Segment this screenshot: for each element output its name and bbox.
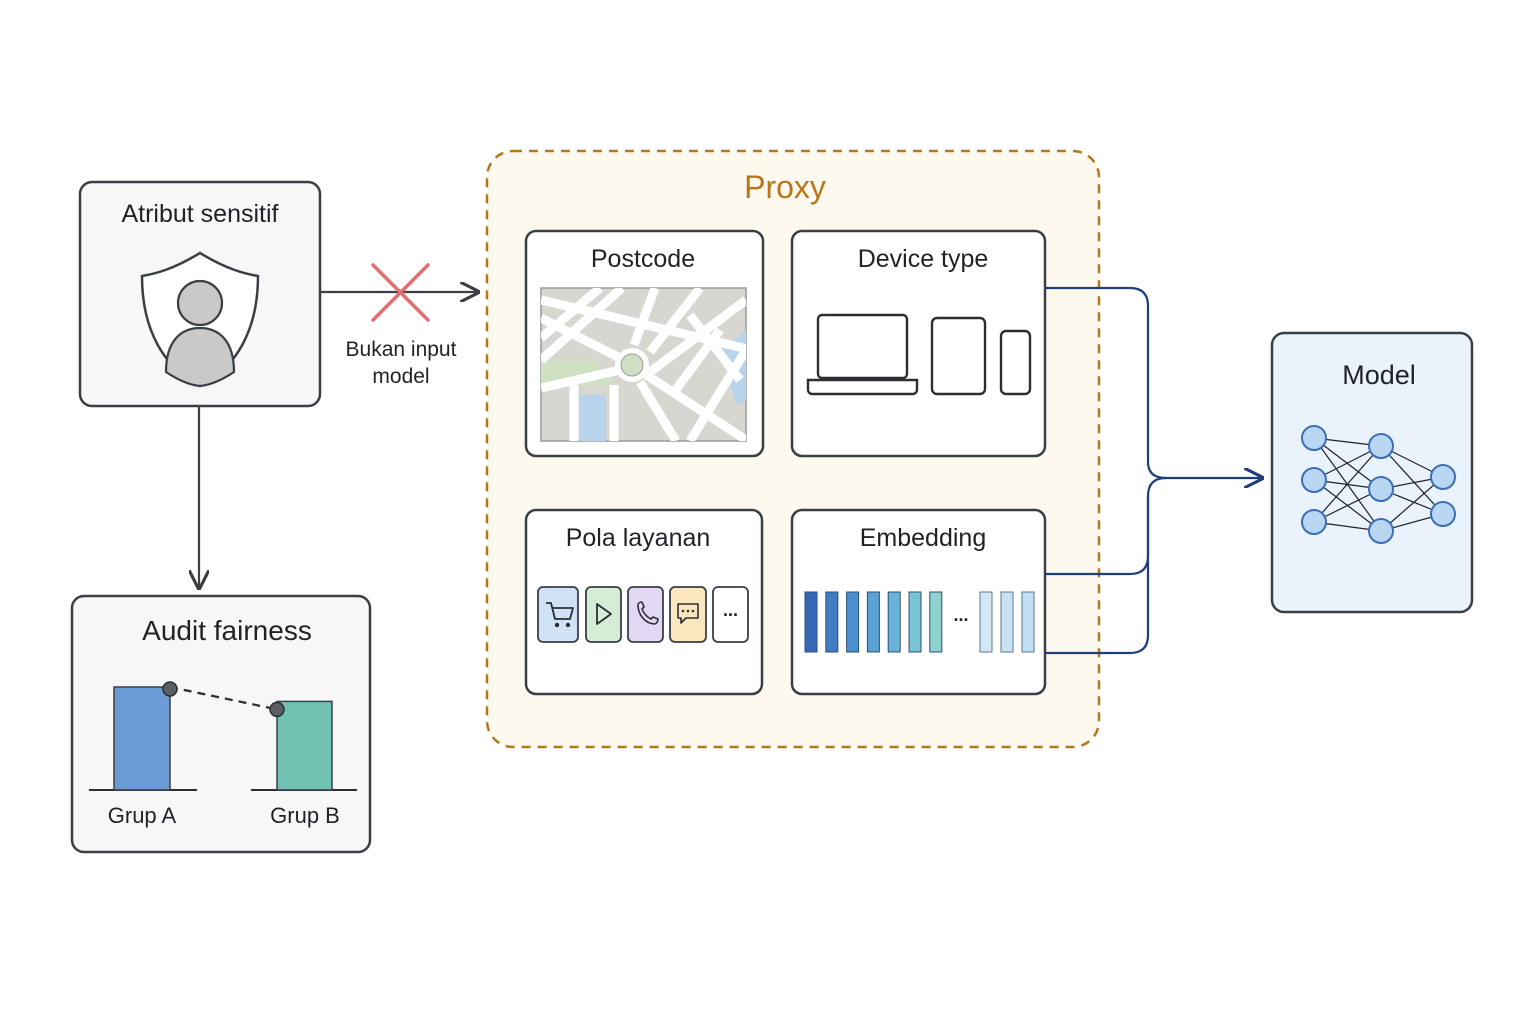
tablet-icon: [930, 316, 987, 396]
proxy-to-model-edges: [1046, 286, 1262, 655]
service-pattern-title: Pola layanan: [565, 524, 711, 552]
group-a-bar: [113, 686, 171, 791]
audit-fairness-title: Audit fairness: [142, 615, 312, 646]
nn-edge: [1380, 445, 1444, 515]
embedding-bar: [1000, 591, 1014, 653]
more-tile: [712, 586, 749, 643]
nn-node: [1301, 425, 1327, 451]
blocked-x-icon: [371, 263, 430, 322]
nn-node: [1368, 476, 1394, 502]
edge-device-to-model: [1046, 286, 1167, 480]
edge-embedding-to-model-2: [1046, 496, 1150, 655]
nn-node: [1368, 518, 1394, 544]
embedding-bar: [979, 591, 993, 653]
laptop-icon: [806, 313, 919, 396]
postcode-title: Postcode: [590, 245, 696, 273]
nn-node: [1301, 509, 1327, 535]
map-icon: [540, 287, 747, 442]
group-a-label: Grup A: [107, 803, 177, 828]
gap-line: [169, 685, 278, 711]
embedding-ellipsis: ...: [953, 605, 969, 625]
nn-node: [1430, 464, 1456, 490]
shield-user-icon: [140, 251, 260, 388]
devices-icon: [806, 313, 1032, 396]
fairness-bar-chart: [89, 681, 357, 791]
nn-node: [1430, 501, 1456, 527]
chat-icon: [669, 586, 707, 643]
embedding-vector: [804, 591, 1035, 653]
sensitive-attribute-title: Atribut sensitif: [121, 200, 279, 228]
model-box: [1270, 331, 1474, 614]
cart-icon: [537, 586, 579, 643]
blocked-edge-label-line2: model: [372, 365, 430, 388]
service-more-label: ...: [722, 600, 738, 620]
group-b-bar: [276, 700, 333, 791]
embedding-bar: [846, 591, 860, 653]
group-b-marker: [269, 701, 285, 718]
group-b-label: Grup B: [270, 803, 340, 828]
blocked-edge-label-line1: Bukan input: [345, 338, 457, 361]
service-icons: [537, 586, 749, 643]
neural-network-icon: [1301, 425, 1456, 544]
embedding-bar: [887, 591, 901, 653]
nn-edge: [1380, 476, 1444, 532]
proxy-title: Proxy: [744, 169, 826, 205]
embedding-bar: [825, 591, 839, 653]
play-icon: [585, 586, 622, 643]
embedding-bar: [804, 591, 818, 653]
model-title: Model: [1342, 360, 1416, 390]
embedding-bar: [929, 591, 943, 653]
embedding-bar: [1021, 591, 1035, 653]
nn-node: [1368, 433, 1394, 459]
embedding-bar: [908, 591, 922, 653]
phone-call-icon: [627, 586, 664, 643]
nn-node: [1301, 467, 1327, 493]
embedding-title: Embedding: [859, 524, 987, 552]
device-type-card: [790, 229, 1047, 458]
phone-icon: [999, 329, 1032, 396]
group-a-marker: [162, 681, 178, 697]
embedding-bar: [866, 591, 880, 653]
device-type-title: Device type: [857, 245, 989, 273]
nn-edge: [1313, 445, 1382, 523]
